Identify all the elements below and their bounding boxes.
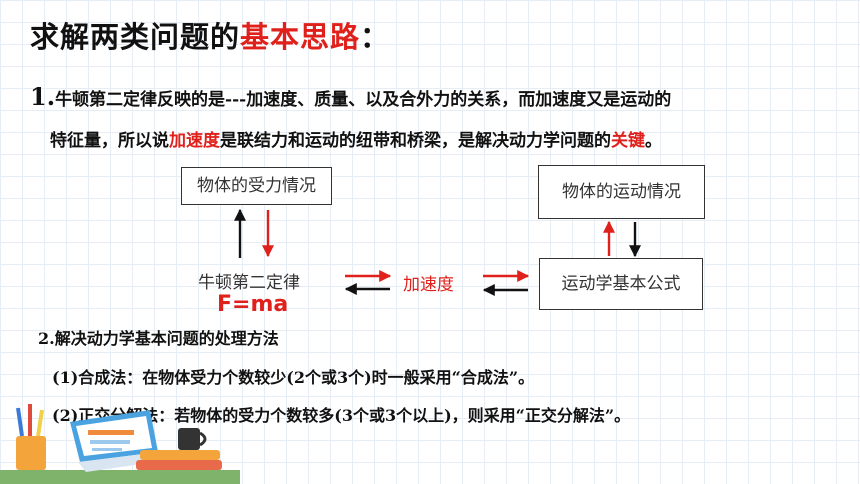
method-orthogonal: (2)正交分解法：若物体的受力个数较多(3个或3个以上)，则采用“正交分解法”。 bbox=[52, 406, 631, 425]
point1-text-end: 。 bbox=[645, 131, 662, 151]
page-title: 求解两类问题的基本思路： bbox=[30, 14, 390, 56]
point1-text-c: 是联结力和运动的纽带和桥梁，是解决动力学问题的 bbox=[220, 131, 611, 151]
point1-text-line1: 牛顿第二定律反映的是---加速度、质量、以及合外力的关系，而加速度又是运动的 bbox=[55, 90, 672, 110]
kinematics-box: 运动学基本公式 bbox=[539, 258, 703, 310]
point1-text-acceleration: 加速度 bbox=[169, 131, 220, 151]
newton-law-label: 牛顿第二定律 bbox=[198, 273, 300, 293]
formula-label: F=ma bbox=[217, 292, 289, 317]
title-highlight: 基本思路 bbox=[240, 20, 361, 54]
acceleration-label: 加速度 bbox=[403, 275, 454, 295]
method-synthesis: (1)合成法：在物体受力个数较少(2个或3个)时一般采用“合成法”。 bbox=[52, 368, 535, 387]
section2-title: 2.解决动力学基本问题的处理方法 bbox=[38, 329, 279, 348]
point1-line2: 特征量，所以说加速度是联结力和运动的纽带和桥梁，是解决动力学问题的关键。 bbox=[50, 126, 662, 151]
point1-number: 1. bbox=[30, 82, 56, 111]
force-box: 物体的受力情况 bbox=[181, 167, 332, 205]
desk-illustration-icon bbox=[0, 404, 240, 484]
title-suffix: ： bbox=[360, 20, 391, 54]
point1-text-a: 特征量，所以说 bbox=[50, 131, 169, 151]
point1-line1: 1.牛顿第二定律反映的是---加速度、质量、以及合外力的关系，而加速度又是运动的 bbox=[30, 82, 671, 111]
title-prefix: 求解两类问题的 bbox=[30, 20, 241, 54]
point1-text-key: 关键 bbox=[611, 131, 645, 151]
motion-box: 物体的运动情况 bbox=[538, 165, 705, 219]
